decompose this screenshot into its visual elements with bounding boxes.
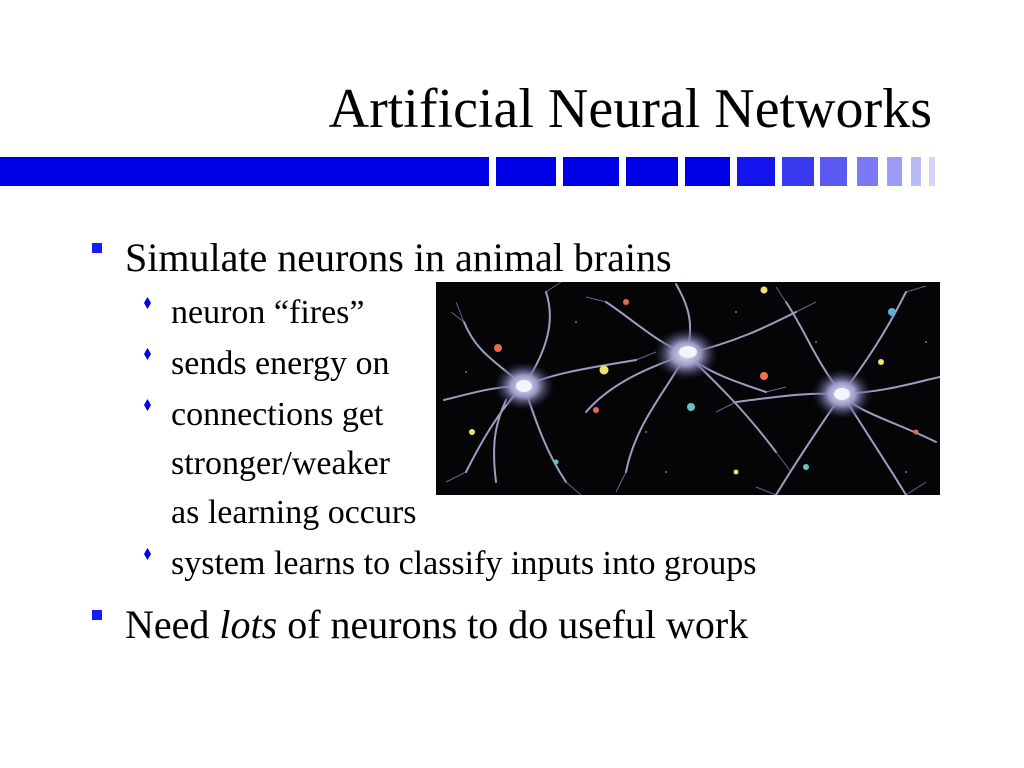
- title-bar-block: [820, 157, 847, 186]
- sub-bullet-text: neuron “fires”: [171, 294, 365, 331]
- title-bar-block: [857, 157, 878, 186]
- sub-bullet-text-continued: stronger/weaker: [171, 445, 391, 482]
- diamond-bullet-icon: [144, 348, 151, 360]
- slide-title: Artificial Neural Networks: [328, 78, 932, 140]
- title-underline-bar: [0, 157, 489, 186]
- title-bar-block: [737, 157, 775, 186]
- bullet-text-post: of neurons to do useful work: [277, 602, 749, 647]
- bullet-text-emphasis: lots: [219, 602, 278, 647]
- neuron-network-photo: [436, 282, 940, 495]
- bullet-text: Simulate neurons in animal brains: [125, 235, 672, 280]
- bullet-text-pre: Need: [125, 602, 220, 647]
- title-bar-block: [929, 157, 935, 186]
- title-bar-block: [911, 157, 921, 186]
- title-bar-block: [496, 157, 556, 186]
- neuron-network-image: [436, 282, 940, 495]
- diamond-bullet-icon: [144, 399, 151, 411]
- sub-bullet-text-continued: as learning occurs: [171, 494, 417, 531]
- diamond-bullet-icon: [144, 297, 151, 309]
- sub-bullet-text: system learns to classify inputs into gr…: [171, 545, 757, 582]
- title-bar-block: [563, 157, 619, 186]
- sub-bullet-text: connections get: [171, 396, 384, 433]
- square-bullet-icon: [92, 610, 102, 620]
- title-bar-block: [626, 157, 678, 186]
- square-bullet-icon: [92, 243, 102, 253]
- title-bar-block: [887, 157, 902, 186]
- title-bar-block: [782, 157, 814, 186]
- title-bar-block: [685, 157, 730, 186]
- diamond-bullet-icon: [144, 548, 151, 560]
- bullet-text: Need lots of neurons to do useful work: [125, 601, 748, 649]
- sub-bullet-text: sends energy on: [171, 345, 390, 382]
